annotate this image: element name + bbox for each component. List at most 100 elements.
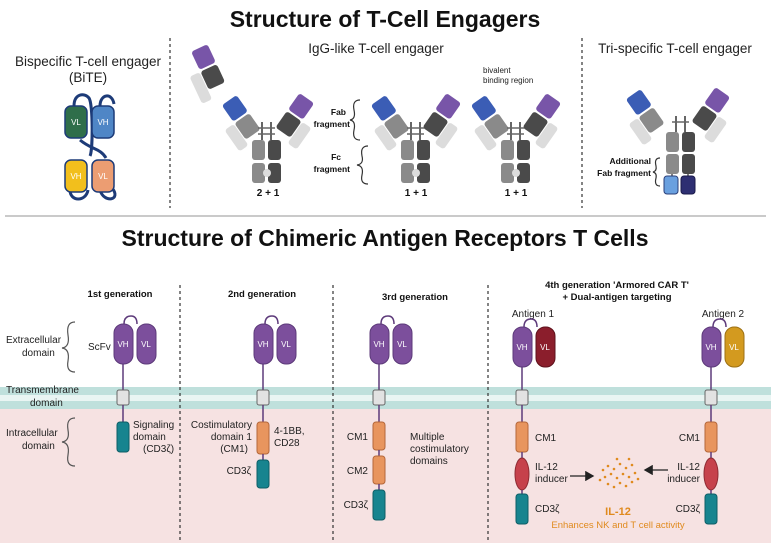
extracellular-bracket	[61, 321, 76, 373]
multiple-label-3: domains	[410, 456, 448, 467]
gen3-cm2-domain	[372, 455, 386, 485]
gen1-vh-label: VH	[117, 340, 128, 349]
gen4-right-il12-label-2: inducer	[667, 474, 700, 485]
gen4-right-vh-label: VH	[705, 343, 716, 352]
multiple-label: Multiple	[410, 432, 445, 443]
costim-label-2: domain 1	[211, 432, 253, 443]
igg-title: IgG-like T-cell engager	[308, 41, 444, 56]
extracellular-label: Extracellular	[6, 335, 62, 346]
gen4-left-cd3z-label: CD3ζ	[535, 504, 560, 515]
gen3-cm2-label: CM2	[347, 466, 369, 477]
fc-label-2: fragment	[314, 164, 351, 174]
bite-title-abbr: (BiTE)	[69, 70, 107, 85]
bite-vh1-domain	[91, 105, 115, 139]
membrane-band-top	[0, 387, 771, 395]
gen3-title: 3rd generation	[382, 292, 448, 303]
costim-label-3: (CM1)	[220, 444, 248, 455]
intracellular-bracket	[61, 417, 76, 467]
bite-vl2-label: VL	[98, 172, 108, 181]
multiple-label-2: costimulatory	[410, 444, 469, 455]
gen4-right-cd3z-label: CD3ζ	[676, 504, 701, 515]
format-label-2plus1: 2 + 1	[257, 188, 280, 199]
trispecific-antibody	[626, 88, 730, 195]
gen2-vl-label: VL	[281, 340, 291, 349]
additional-fab-label: Additional	[609, 156, 651, 166]
gen2-vh-label: VH	[257, 340, 268, 349]
transmembrane-label-2: domain	[30, 398, 63, 409]
gen4-right-cm1-label: CM1	[679, 433, 701, 444]
fc-bracket	[356, 145, 369, 185]
costim-examples: 4-1BB,	[274, 426, 305, 437]
transmembrane-label: Transmembrane	[6, 385, 79, 396]
bite-structure: VL VH VH VL	[64, 93, 117, 201]
car-gen4-left	[512, 318, 556, 525]
gen3-vl-label: VL	[397, 340, 407, 349]
bivalent-label-2: binding region	[483, 76, 533, 85]
car-title: Structure of Chimeric Antigen Receptors …	[122, 225, 649, 251]
extracellular-label-2: domain	[22, 348, 55, 359]
costim-label: Costimulatory	[191, 420, 252, 431]
intracellular-label-2: domain	[22, 441, 55, 452]
antibody-1plus1-a	[371, 94, 461, 183]
gen4-left-il12-label-2: inducer	[535, 474, 568, 485]
antigen2-label: Antigen 2	[702, 309, 745, 320]
gen2-cd3z-label: CD3ζ	[227, 466, 252, 477]
gen4-left-transmembrane	[515, 389, 529, 406]
bite-vl2-domain	[91, 159, 115, 193]
gen1-title: 1st generation	[88, 289, 153, 300]
additional-fab-label-2: Fab fragment	[597, 168, 651, 178]
signaling-label-2: domain	[133, 432, 166, 443]
gen4-right-il12-label: IL-12	[677, 462, 700, 473]
gen4-right-il12-inducer	[703, 457, 719, 491]
fab-label-2: fragment	[314, 119, 351, 129]
il12-label: IL-12	[605, 506, 631, 518]
fc-label: Fc	[331, 152, 341, 162]
format-label-1plus1-a: 1 + 1	[405, 188, 428, 199]
membrane-band-bottom	[0, 401, 771, 409]
il12-effect-label: Enhances NK and T cell activity	[551, 520, 684, 531]
gen4-left-vh-label: VH	[516, 343, 527, 352]
gen3-cm1-domain	[372, 421, 386, 451]
gen2-vl-domain	[276, 323, 297, 365]
bite-vl1-label: VL	[71, 118, 81, 127]
scfv-label: ScFv	[88, 342, 111, 353]
bite-vl1-domain	[64, 105, 88, 139]
gen2-title: 2nd generation	[228, 289, 296, 300]
gen3-vl-domain	[392, 323, 413, 365]
fab-label: Fab	[331, 107, 346, 117]
gen3-transmembrane	[372, 389, 386, 406]
fab-bracket	[349, 99, 361, 141]
bite-vh2-label: VH	[70, 172, 81, 181]
car-gen1	[113, 315, 157, 453]
car-gen4-right	[701, 318, 745, 525]
gen4-left-cm1-label: CM1	[535, 433, 557, 444]
gen1-vl-label: VL	[141, 340, 151, 349]
gen1-cd3z-domain	[116, 421, 130, 453]
antibody-1plus1-b	[471, 94, 561, 183]
bite-vh2-domain	[64, 159, 88, 193]
car-gen2	[253, 315, 297, 489]
gen4-left-cm1-domain	[515, 421, 529, 453]
gen2-cm1-domain	[256, 421, 270, 455]
gen4-right-cm1-domain	[704, 421, 718, 453]
bite-title: Bispecific T-cell engager	[15, 54, 162, 69]
gen1-transmembrane	[116, 389, 130, 406]
gen4-left-cd3z-domain	[515, 493, 529, 525]
gen2-cd3z-domain	[256, 459, 270, 489]
intracellular-label: Intracellular	[6, 428, 58, 439]
gen2-transmembrane	[256, 389, 270, 406]
signaling-label-3: (CD3ζ)	[143, 444, 174, 455]
additional-fab-bracket	[652, 157, 661, 187]
gen4-left-vl-label: VL	[540, 343, 550, 352]
gen4-right-vl-label: VL	[729, 343, 739, 352]
gen4-right-cd3z-domain	[704, 493, 718, 525]
gen4-subtitle: + Dual-antigen targeting	[563, 292, 672, 303]
gen3-cm1-label: CM1	[347, 432, 369, 443]
gen4-right-vl-domain	[724, 326, 745, 368]
gen4-title: 4th generation 'Armored CAR T'	[545, 280, 689, 291]
bite-vh1-label: VH	[97, 118, 108, 127]
gen4-left-il12-inducer	[514, 457, 530, 491]
antibody-2plus1	[190, 45, 314, 183]
gen1-vl-domain	[136, 323, 157, 365]
